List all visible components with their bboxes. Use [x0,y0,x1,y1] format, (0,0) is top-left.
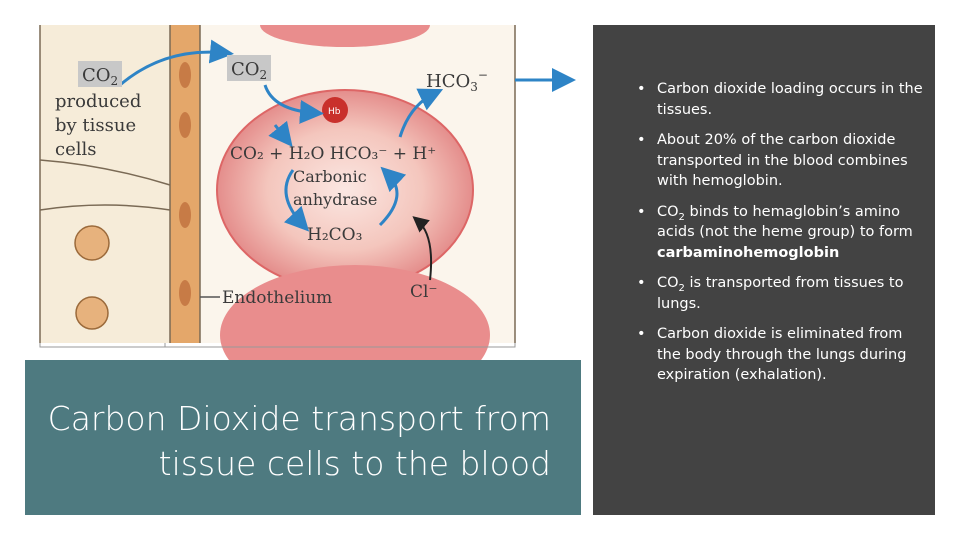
tissue-nucleus [75,296,109,330]
bullet-dot: • [637,132,646,148]
bullet-text: Carbon dioxide loading occurs in the tis… [657,81,923,118]
bullet-text: About 20% of the carbon dioxide transpor… [657,132,908,189]
hemoglobin-icon [322,97,348,123]
bullet-text: CO2 is transported from tissues to lungs… [657,275,904,312]
bullet-item: • CO2 is transported from tissues to lun… [623,273,923,314]
bullet-dot: • [637,81,646,97]
endothelial-nucleus [179,112,191,138]
carbonic-label: Carbonic [293,167,367,186]
produced-line3: cells [55,139,96,160]
title-box: Carbon Dioxide transport from tissue cel… [25,360,581,515]
bullet-item: • About 20% of the carbon dioxide transp… [623,130,923,192]
bullet-panel: • Carbon dioxide loading occurs in the t… [593,25,935,515]
produced-line2: by tissue [55,115,136,136]
co2-left-label: CO2 [82,65,118,88]
hco3-out-label: HCO3− [426,68,488,94]
chloride-label: Cl⁻ [410,282,437,302]
title-line1: Carbon Dioxide transport from [47,399,551,438]
title-line2: tissue cells to the blood [158,444,551,483]
endothelial-nucleus [179,280,191,306]
h2co3-label: H₂CO₃ [307,225,362,245]
tissue-nucleus [74,225,110,261]
co2-left-box [78,61,122,87]
bullet-dot: • [637,203,646,220]
reaction-reverse-arrow [378,166,407,227]
hco3-exit-arrow [398,88,444,138]
co2-top-box [227,55,271,81]
endothelial-nucleus [179,62,191,88]
chloride-shift-arrow [412,216,433,281]
carbaminohemoglobin-term: carbaminohemoglobin [657,244,840,261]
co2-to-reaction-arrow [268,120,293,148]
co2-top-label: CO2 [231,59,267,82]
bullet-item: • CO2 binds to hemaglobin’s amino acids … [623,202,923,264]
rbc-bottom [220,265,490,360]
bottom-brackets [39,343,516,348]
reaction-forward-arrow [283,169,310,232]
hb-label: Hb [328,107,341,117]
co2-transport-diagram: CO2 produced by tissue cells CO2 HCO3− H… [25,25,581,360]
anhydrase-label: anhydrase [293,190,377,209]
bullet-text: Carbon dioxide is eliminated from the bo… [657,326,907,383]
bullet-text: CO2 binds to hemaglobin’s amino acids (n… [657,203,913,261]
bullet-item: • Carbon dioxide loading occurs in the t… [623,79,923,120]
co2-diffusion-arrow [119,39,234,87]
co2-to-hb-arrow [263,84,324,124]
reaction-equation: CO₂ + H₂O HCO₃⁻ + H⁺ [230,144,436,164]
endothelium-label: Endothelium [222,288,332,308]
bullet-list: • Carbon dioxide loading occurs in the t… [623,79,923,396]
rbc-top [260,25,430,47]
bullet-dot: • [637,326,646,342]
slide-title: Carbon Dioxide transport from tissue cel… [31,396,551,486]
bullet-dot: • [637,275,646,291]
bullet-item: • Carbon dioxide is eliminated from the … [623,324,923,386]
endothelial-nucleus [179,202,191,228]
produced-line1: produced [55,91,141,112]
tissue-cells [39,25,516,343]
